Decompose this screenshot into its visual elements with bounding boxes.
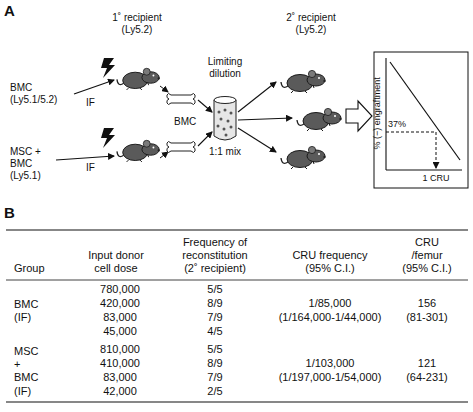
pool-arrows <box>198 100 212 146</box>
table-cell: 45,000 <box>85 325 155 338</box>
table-cell: 4/5 <box>190 325 240 338</box>
femur-bone <box>167 94 196 105</box>
table-cell: 2/5 <box>190 385 240 398</box>
limiting-dilution-plot <box>374 52 468 188</box>
table-header: Input donor cell dose <box>80 249 152 275</box>
donor-label: MSC + BMC (Ly5.1) <box>10 146 50 182</box>
table-cell: (64-231) <box>394 371 460 384</box>
input-arrows <box>56 80 114 160</box>
table-header: Frequency of reconstitution (2˚ recipien… <box>176 236 254 276</box>
recipient-label: 2˚ recipient (Ly5.2) <box>284 12 338 36</box>
table-cell: 121 <box>400 357 454 370</box>
route-label: IF <box>86 97 106 109</box>
table-header: CRU /femur (95% C.I.) <box>400 236 454 276</box>
table-cell: 8/9 <box>190 297 240 310</box>
table-header: Group <box>14 262 64 275</box>
table-cell: 5/5 <box>190 343 240 356</box>
axis-value: 1 CRU <box>414 173 458 184</box>
panel-letter: B <box>4 204 24 222</box>
secondary-mouse <box>297 108 342 131</box>
table-cell: 410,000 <box>85 357 155 370</box>
table-rules <box>6 230 468 402</box>
result-arrow <box>346 101 372 131</box>
axis-label: % (−) engraftment <box>372 58 383 168</box>
route-label: IF <box>86 162 106 174</box>
irradiation-bolt <box>101 58 115 148</box>
table-cell: 7/9 <box>190 371 240 384</box>
transplant-arrows <box>238 82 292 152</box>
primary-mouse <box>117 140 160 162</box>
axis-value: 37% <box>388 119 418 130</box>
table-cell: 1/85,000 <box>275 297 385 310</box>
table-cell: 42,000 <box>85 385 155 398</box>
femur-bone <box>167 142 196 153</box>
table-cell: (1/164,000-1/44,000) <box>262 311 398 324</box>
table-cell: 5/5 <box>190 283 240 296</box>
secondary-mouse <box>281 70 326 93</box>
donor-label: BMC (Ly5.1/5.2) <box>10 82 72 106</box>
step-label: 1:1 mix <box>202 146 248 158</box>
table-cell: 83,000 <box>85 311 155 324</box>
table-cell: (81-301) <box>394 311 460 324</box>
table-cell: 8/9 <box>190 357 240 370</box>
table-cell: 420,000 <box>85 297 155 310</box>
panel-letter: A <box>4 2 24 20</box>
table-cell: BMC (IF) <box>14 298 48 324</box>
step-label: Limiting dilution <box>196 56 254 80</box>
primary-mouse <box>117 68 160 90</box>
table-cell: 83,000 <box>85 371 155 384</box>
table-cell: 780,000 <box>85 283 155 296</box>
table-header: CRU frequency (95% C.I.) <box>282 249 378 275</box>
secondary-mouse <box>281 146 326 169</box>
table-cell: (1/197,000-1/54,000) <box>262 371 398 384</box>
mixing-tube <box>214 97 236 141</box>
table-cell: 156 <box>400 297 454 310</box>
table-cell: 810,000 <box>85 343 155 356</box>
recipient-label: 1˚ recipient (Ly5.2) <box>110 12 164 36</box>
table-cell: 7/9 <box>190 311 240 324</box>
sample-label: BMC <box>174 116 204 128</box>
table-cell: MSC + BMC (IF) <box>14 345 42 398</box>
table-cell: 1/103,000 <box>275 357 385 370</box>
